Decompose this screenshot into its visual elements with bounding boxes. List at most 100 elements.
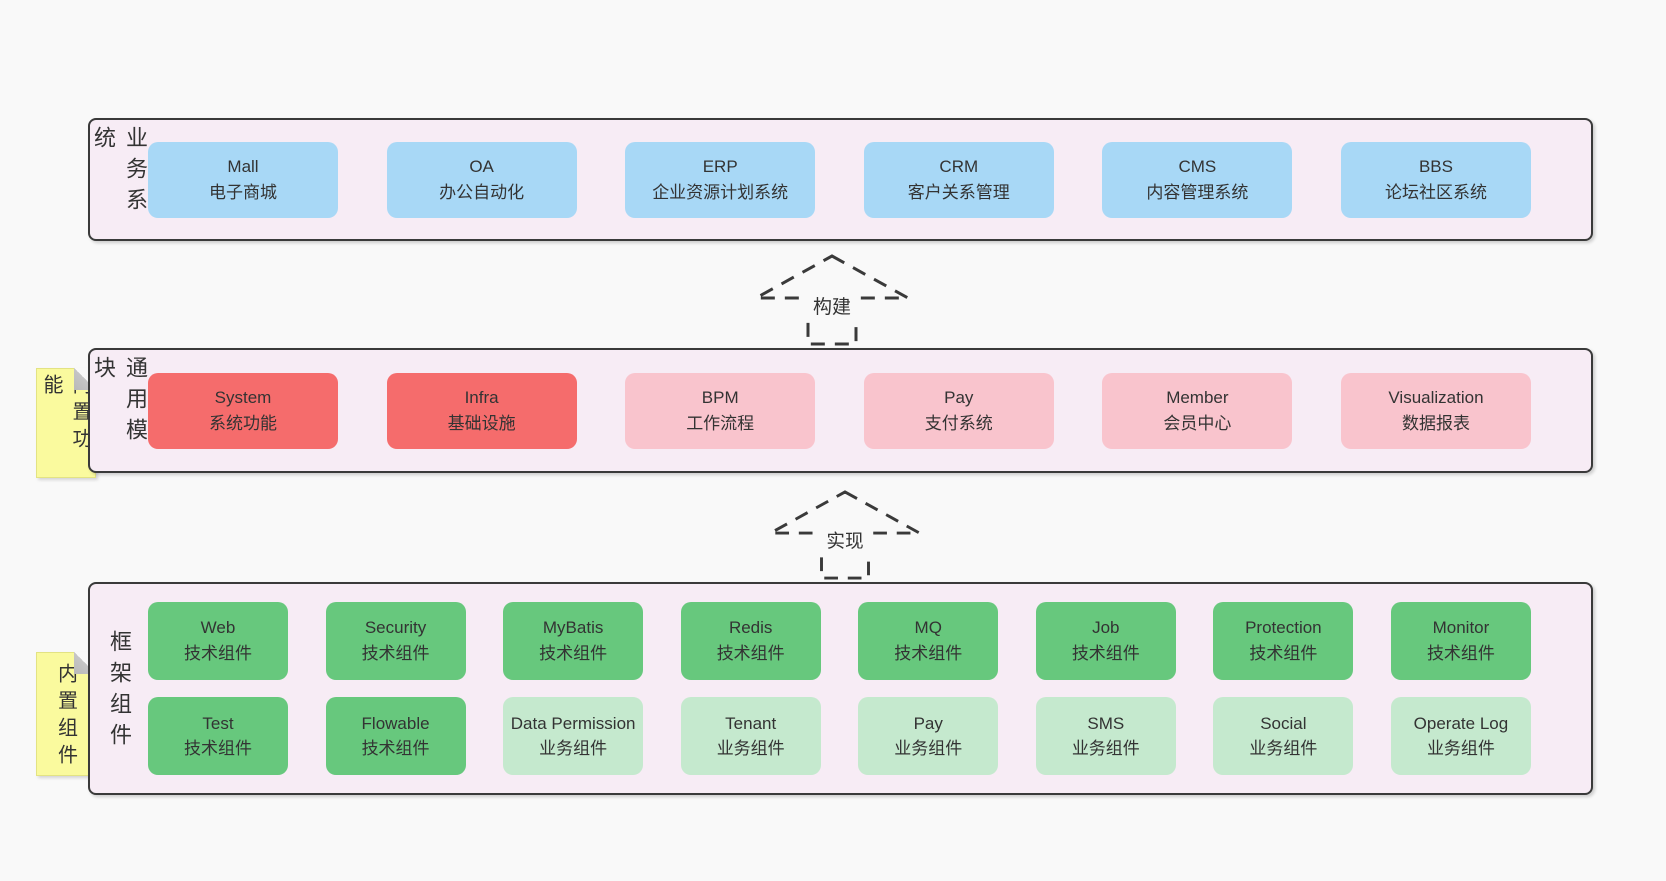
box-title: Flowable [361, 713, 430, 733]
box-title: ERP [702, 157, 738, 176]
box-data-permission: Data Permission 业务组件 [503, 697, 644, 776]
box-subtitle: 技术组件 [894, 643, 963, 663]
box-title: Member [1166, 388, 1229, 407]
box-title: Pay [913, 713, 943, 733]
box-title: System [214, 388, 272, 407]
box-subtitle: 客户关系管理 [907, 182, 1010, 202]
box-title: Job [1092, 618, 1120, 638]
up-block-arrow-icon: 构建 [755, 254, 909, 346]
box-protection: Protection 技术组件 [1213, 601, 1354, 680]
box-subtitle: 技术组件 [716, 643, 785, 663]
box-title: BPM [701, 388, 739, 407]
box-test: Test 技术组件 [148, 697, 288, 776]
box-cms: CMS 内容管理系统 [1102, 141, 1293, 218]
box-subtitle: 技术组件 [361, 643, 430, 663]
box-subtitle: 业务组件 [1426, 739, 1495, 759]
box-mq: MQ 技术组件 [858, 601, 999, 680]
up-block-arrow-icon: 实现 [769, 490, 921, 580]
box-title: BBS [1418, 157, 1453, 176]
box-subtitle: 工作流程 [686, 413, 755, 433]
box-security: Security 技术组件 [325, 601, 466, 680]
note-text: 内置组件 [54, 662, 77, 771]
box-title: Visualization [1388, 388, 1484, 407]
box-crm: CRM 客户关系管理 [863, 141, 1054, 218]
box-flowable: Flowable 技术组件 [325, 697, 466, 776]
box-member: Member 会员中心 [1102, 372, 1293, 449]
box-subtitle: 会员中心 [1163, 413, 1232, 433]
band-row-tech: Web 技术组件 Security 技术组件 MyBatis 技术组件 Redi… [148, 601, 1531, 680]
band-row: Mall 电子商城 OA 办公自动化 ERP 企业资源计划系统 CRM 客户关系… [148, 141, 1531, 218]
band-body: Mall 电子商城 OA 办公自动化 ERP 企业资源计划系统 CRM 客户关系… [148, 120, 1591, 239]
box-pay-component: Pay 业务组件 [858, 697, 999, 776]
arrow-label: 构建 [813, 296, 851, 318]
band-row-biz: Test 技术组件 Flowable 技术组件 Data Permission … [148, 697, 1531, 776]
box-title: SMS [1087, 713, 1125, 733]
band-label-framework-components: 框架组件 [107, 629, 132, 754]
box-bbs: BBS 论坛社区系统 [1340, 141, 1531, 218]
box-visualization: Visualization 数据报表 [1340, 372, 1531, 449]
band-body: Web 技术组件 Security 技术组件 MyBatis 技术组件 Redi… [148, 584, 1591, 793]
box-title: Web [200, 618, 236, 638]
band-framework-components: 框架组件 Web 技术组件 Security 技术组件 MyBatis 技术组件… [88, 582, 1593, 795]
box-infra: Infra 基础设施 [386, 372, 577, 449]
box-social: Social 业务组件 [1213, 697, 1354, 776]
box-subtitle: 技术组件 [1249, 643, 1318, 663]
box-web: Web 技术组件 [148, 601, 288, 680]
box-subtitle: 技术组件 [1071, 643, 1140, 663]
box-monitor: Monitor 技术组件 [1390, 601, 1531, 680]
box-erp: ERP 企业资源计划系统 [625, 141, 816, 218]
arrow-label: 实现 [826, 531, 863, 552]
box-subtitle: 电子商城 [209, 182, 277, 202]
box-sms: SMS 业务组件 [1035, 697, 1176, 776]
box-title: Data Permission [510, 713, 636, 733]
box-title: CMS [1178, 157, 1217, 176]
box-title: Pay [944, 388, 974, 407]
box-subtitle: 技术组件 [539, 643, 608, 663]
box-title: Mall [227, 157, 259, 176]
box-title: MyBatis [542, 618, 604, 638]
box-tenant: Tenant 业务组件 [680, 697, 821, 776]
box-subtitle: 业务组件 [894, 739, 963, 759]
box-subtitle: 业务组件 [539, 739, 608, 759]
arrow-build: 构建 [752, 252, 912, 353]
band-row: System 系统功能 Infra 基础设施 BPM 工作流程 Pay 支付系统… [148, 372, 1531, 449]
box-subtitle: 技术组件 [184, 643, 252, 663]
box-title: Security [364, 618, 427, 638]
band-business-systems: 业务系统 Mall 电子商城 OA 办公自动化 ERP 企业资源计划系统 CRM… [88, 118, 1593, 241]
box-title: Operate Log [1413, 713, 1509, 733]
box-oa: OA 办公自动化 [386, 141, 577, 218]
box-subtitle: 技术组件 [1426, 643, 1495, 663]
box-pay-system: Pay 支付系统 [863, 372, 1054, 449]
box-redis: Redis 技术组件 [680, 601, 821, 680]
box-title: Monitor [1432, 618, 1490, 638]
box-title: CRM [939, 157, 979, 176]
box-title: Tenant [725, 713, 777, 733]
box-subtitle: 系统功能 [209, 413, 277, 433]
arrow-implement: 实现 [765, 488, 925, 587]
box-mybatis: MyBatis 技术组件 [503, 601, 644, 680]
note-text: 内置功能 [40, 374, 91, 455]
band-body: System 系统功能 Infra 基础设施 BPM 工作流程 Pay 支付系统… [148, 350, 1591, 471]
box-title: Redis [728, 618, 773, 638]
box-title: OA [469, 157, 494, 176]
box-subtitle: 数据报表 [1401, 413, 1470, 433]
box-subtitle: 业务组件 [1249, 739, 1318, 759]
box-subtitle: 论坛社区系统 [1384, 182, 1487, 202]
box-subtitle: 业务组件 [1071, 739, 1140, 759]
sticky-note-built-in-components: 内置组件 [36, 652, 96, 776]
box-subtitle: 业务组件 [716, 739, 785, 759]
box-system: System 系统功能 [148, 372, 338, 449]
sticky-note-built-in-features: 内置功能 [36, 368, 96, 478]
box-title: Social [1260, 713, 1307, 733]
box-bpm: BPM 工作流程 [625, 372, 816, 449]
box-mall: Mall 电子商城 [148, 141, 338, 218]
box-title: MQ [914, 618, 942, 638]
box-operate-log: Operate Log 业务组件 [1390, 697, 1531, 776]
box-subtitle: 基础设施 [447, 413, 516, 433]
band-common-modules: 通用模块 System 系统功能 Infra 基础设施 BPM 工作流程 Pay… [88, 348, 1593, 473]
box-job: Job 技术组件 [1035, 601, 1176, 680]
band-label-common-modules: 通用模块 [91, 356, 148, 449]
box-subtitle: 企业资源计划系统 [652, 182, 789, 202]
box-subtitle: 支付系统 [924, 413, 993, 433]
